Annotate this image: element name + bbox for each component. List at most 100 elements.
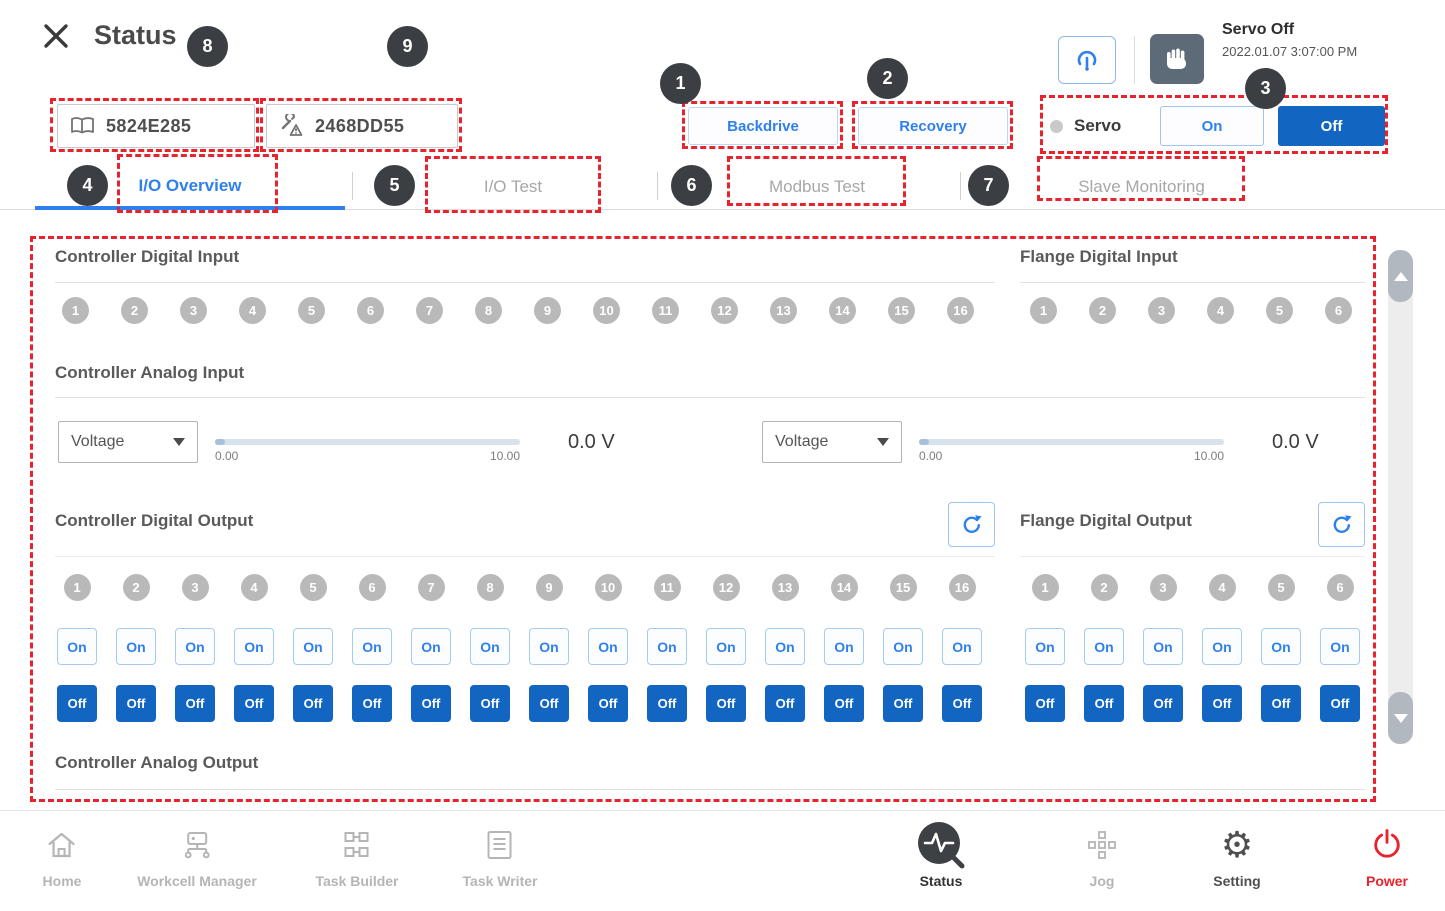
output-off-button[interactable]: Off: [529, 685, 569, 722]
tab-divider: [657, 172, 658, 200]
close-button[interactable]: [36, 16, 76, 56]
output-off-button[interactable]: Off: [116, 685, 156, 722]
backdrive-button[interactable]: Backdrive: [688, 107, 838, 145]
recovery-button[interactable]: Recovery: [858, 107, 1008, 145]
analog-mode-dropdown[interactable]: Voltage: [762, 421, 902, 463]
channel-number: 13: [777, 580, 793, 595]
output-on-button[interactable]: On: [293, 628, 333, 665]
tab-slave-monitoring[interactable]: Slave Monitoring: [1078, 177, 1205, 196]
slider-track[interactable]: [919, 439, 1224, 445]
output-off-button[interactable]: Off: [352, 685, 392, 722]
output-off-button[interactable]: Off: [824, 685, 864, 722]
output-off-button[interactable]: Off: [1261, 685, 1301, 722]
output-on-button[interactable]: On: [1261, 628, 1301, 665]
nav-power[interactable]: Power: [1366, 820, 1408, 889]
controller-digital-input-title: Controller Digital Input: [55, 247, 240, 266]
flange-output-refresh-button[interactable]: [1318, 502, 1365, 547]
nav-home[interactable]: Home: [43, 820, 81, 889]
output-on-button[interactable]: On: [352, 628, 392, 665]
scroll-down-button[interactable]: [1388, 692, 1413, 744]
scrollbar-track[interactable]: [1388, 250, 1413, 744]
nav-task-writer[interactable]: Task Writer: [463, 820, 537, 889]
nav-setting[interactable]: ⚙ Setting: [1213, 820, 1260, 889]
channel-number: 6: [368, 580, 376, 595]
servo-off-button[interactable]: Off: [1278, 106, 1385, 146]
output-off-button[interactable]: Off: [411, 685, 451, 722]
output-on-button[interactable]: On: [529, 628, 569, 665]
output-on-button[interactable]: On: [883, 628, 923, 665]
output-on-button[interactable]: On: [765, 628, 805, 665]
output-off-button[interactable]: Off: [1084, 685, 1124, 722]
channel-number: 5: [1275, 303, 1284, 318]
digital-output-indicator: 7: [417, 574, 445, 601]
digital-output-indicator: 15: [889, 574, 917, 601]
output-on-button[interactable]: On: [942, 628, 982, 665]
output-on-button[interactable]: On: [1320, 628, 1360, 665]
tab-io-overview[interactable]: I/O Overview: [138, 176, 242, 195]
output-off-button[interactable]: Off: [1320, 685, 1360, 722]
nav-status-label: Status: [919, 873, 963, 889]
output-on-button[interactable]: On: [1202, 628, 1242, 665]
output-on-button[interactable]: On: [175, 628, 215, 665]
output-off-button[interactable]: Off: [647, 685, 687, 722]
output-on-button[interactable]: On: [706, 628, 746, 665]
output-on-button[interactable]: On: [57, 628, 97, 665]
output-off-button[interactable]: Off: [1143, 685, 1183, 722]
nav-workcell-manager[interactable]: Workcell Manager: [137, 820, 257, 889]
output-on-button[interactable]: On: [588, 628, 628, 665]
output-off-button[interactable]: Off: [1202, 685, 1242, 722]
output-on-button[interactable]: On: [824, 628, 864, 665]
output-off-button[interactable]: Off: [883, 685, 923, 722]
output-on-button[interactable]: On: [411, 628, 451, 665]
digital-output-channel: 12 On Off: [706, 574, 746, 722]
digital-output-indicator: 8: [476, 574, 504, 601]
scroll-up-button[interactable]: [1388, 250, 1413, 302]
digital-input-indicator: 5: [1266, 297, 1293, 324]
tool-serial-field[interactable]: 2468DD55: [266, 104, 458, 148]
controller-output-refresh-button[interactable]: [948, 502, 995, 547]
output-on-button[interactable]: On: [234, 628, 274, 665]
output-on-button[interactable]: On: [470, 628, 510, 665]
chevron-down-icon: [173, 438, 185, 446]
digital-output-indicator: 2: [1090, 574, 1118, 601]
nav-task-builder[interactable]: Task Builder: [316, 820, 399, 889]
nav-status[interactable]: Status: [915, 820, 967, 889]
output-on-button[interactable]: On: [1143, 628, 1183, 665]
section-divider: [55, 789, 1365, 790]
hand-guide-button[interactable]: [1150, 34, 1204, 84]
output-on-button[interactable]: On: [647, 628, 687, 665]
output-off-button[interactable]: Off: [293, 685, 333, 722]
output-off-button[interactable]: Off: [234, 685, 274, 722]
output-off-button[interactable]: Off: [765, 685, 805, 722]
nav-jog[interactable]: Jog: [1087, 820, 1117, 889]
cockpit-button[interactable]: [1058, 36, 1116, 84]
digital-output-indicator: 14: [830, 574, 858, 601]
robot-serial-field[interactable]: 5824E285: [57, 104, 255, 148]
slider-track[interactable]: [215, 439, 520, 445]
output-off-button[interactable]: Off: [57, 685, 97, 722]
workcell-manager-icon: [137, 820, 257, 870]
robot-serial-value: 5824E285: [106, 115, 192, 136]
analog-input-slider[interactable]: 0.00 10.00: [215, 421, 520, 463]
analog-input-value: 0.0 V: [568, 430, 615, 453]
output-off-button[interactable]: Off: [942, 685, 982, 722]
output-on-button[interactable]: On: [116, 628, 156, 665]
digital-input-indicator: 2: [1089, 297, 1116, 324]
servo-on-button[interactable]: On: [1160, 106, 1264, 146]
digital-output-channel: 6 On Off: [352, 574, 392, 722]
output-on-button[interactable]: On: [1084, 628, 1124, 665]
power-icon: [1366, 820, 1408, 870]
output-on-button[interactable]: On: [1025, 628, 1065, 665]
channel-number: 4: [248, 303, 257, 318]
analog-input-slider[interactable]: 0.00 10.00: [919, 421, 1224, 463]
analog-mode-dropdown[interactable]: Voltage: [58, 421, 198, 463]
tab-io-test[interactable]: I/O Test: [483, 177, 543, 196]
output-off-button[interactable]: Off: [706, 685, 746, 722]
channel-number: 4: [1216, 303, 1225, 318]
output-off-button[interactable]: Off: [175, 685, 215, 722]
digital-output-indicator: 1: [1031, 574, 1059, 601]
output-off-button[interactable]: Off: [1025, 685, 1065, 722]
tab-modbus-test[interactable]: Modbus Test: [768, 177, 866, 196]
output-off-button[interactable]: Off: [470, 685, 510, 722]
output-off-button[interactable]: Off: [588, 685, 628, 722]
